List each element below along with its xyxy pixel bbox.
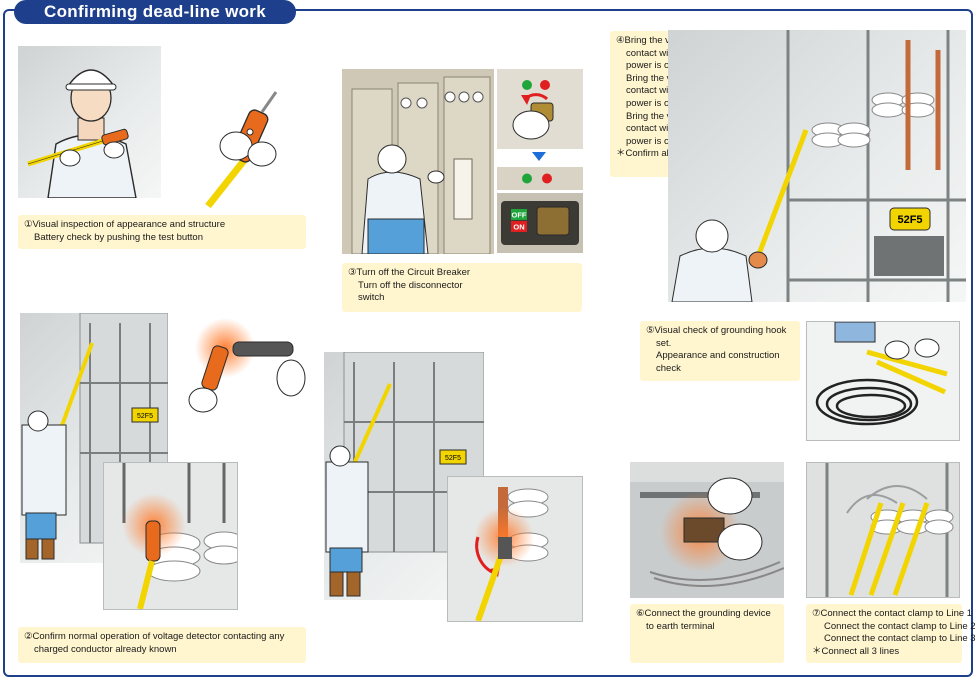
step5-line-2: set.	[656, 337, 672, 349]
step3-line-2: Turn off the disconnector	[358, 279, 463, 291]
step7-line-2: Connect the contact clamp to Line 2	[824, 620, 976, 632]
step4-line-9: power is off.	[626, 135, 678, 147]
step3-off-on-switch: OFF ON	[497, 193, 583, 253]
step3-down-arrow-icon	[532, 152, 546, 161]
step3-caption: ③Turn off the Circuit Breaker Turn off t…	[342, 263, 582, 312]
step4-contact-closeup	[447, 476, 583, 622]
step6-caption: ⑥Connect the grounding device to earth t…	[630, 604, 784, 663]
step4-line-check-image: 52F5	[668, 30, 966, 302]
off-label: OFF	[512, 211, 527, 220]
step3-control-panel-image	[342, 69, 494, 254]
step2-switchgear-image: 52F5	[20, 313, 168, 563]
step3-line-3: switch	[358, 292, 385, 304]
step2-caption: ②Confirm normal operation of voltage det…	[18, 627, 306, 663]
step6-line-2: to earth terminal	[646, 620, 715, 632]
step5-caption: ⑤Visual check of grounding hook set. App…	[640, 321, 800, 381]
step2-line-1: ②Confirm normal operation of voltage det…	[24, 631, 285, 642]
breaker-tag-text: 52F5	[897, 214, 922, 226]
step2-tag-text: 52F5	[137, 413, 153, 420]
step7-line-3: Connect the contact clamp to Line 3	[824, 633, 976, 645]
step6-earth-terminal-image	[630, 462, 784, 598]
step1-detector-closeup	[188, 88, 303, 210]
step4-line-3: power is off.	[626, 60, 678, 72]
step5-line-4: check	[656, 362, 681, 374]
step6-line-1: ⑥Connect the grounding device	[636, 608, 771, 619]
step5-line-3: Appearance and construction	[656, 350, 780, 362]
step3-line-1: ③Turn off the Circuit Breaker	[348, 267, 471, 278]
step1-worker-image	[18, 46, 161, 198]
step4-note: ＊Confirm all 3 lines	[616, 148, 701, 160]
step4-line-6: power is off.	[626, 97, 678, 109]
step5-line-1: ⑤Visual check of grounding hook	[646, 325, 787, 336]
step1-line-2: Battery check by pushing the test button	[34, 231, 203, 243]
step5-grounding-hook-image	[806, 321, 960, 441]
step4-tag-text: 52F5	[445, 455, 461, 462]
step2-contact-closeup	[103, 462, 238, 610]
step7-contact-clamp-image	[806, 462, 960, 598]
page-frame	[3, 9, 973, 677]
step3-switch-turn-image	[497, 69, 583, 149]
step1-line-1: ①Visual inspection of appearance and str…	[24, 219, 226, 230]
step2-detector-test-closeup	[183, 318, 308, 418]
step7-line-1: ⑦Connect the contact clamp to Line 1	[812, 608, 973, 619]
step2-line-2: charged conductor already known	[34, 643, 177, 655]
step1-caption: ①Visual inspection of appearance and str…	[18, 215, 306, 249]
step3-indicator-lamps	[497, 167, 583, 190]
step7-caption: ⑦Connect the contact clamp to Line 1 Con…	[806, 604, 976, 663]
step7-note: ＊Connect all 3 lines	[812, 645, 900, 657]
on-label: ON	[513, 223, 524, 232]
page-title: Confirming dead-line work	[14, 0, 296, 24]
